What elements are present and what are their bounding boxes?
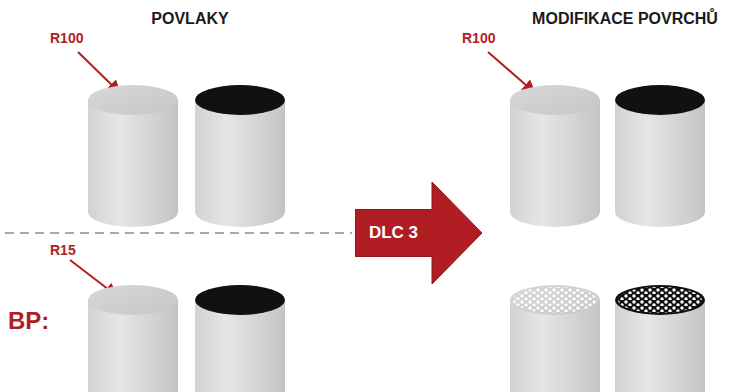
process-arrow: DLC 3 [355, 182, 482, 284]
roughness-label: R15 [50, 243, 76, 258]
cylinder-sample [615, 85, 705, 227]
roughness-label: R100 [462, 31, 495, 46]
process-label: DLC 3 [369, 223, 482, 243]
cylinder-sample [510, 85, 600, 227]
cylinder-sample [195, 285, 285, 392]
divider-line [5, 232, 352, 234]
cylinder-sample [615, 285, 705, 392]
roughness-label: R100 [50, 31, 83, 46]
row-label: BP: [8, 308, 49, 334]
leader-line [488, 52, 535, 93]
column-heading: POVLAKY [151, 10, 228, 28]
cylinder-sample [88, 85, 178, 227]
column-heading: MODIFIKACE POVRCHŮ [532, 10, 718, 28]
cylinder-sample [510, 285, 600, 392]
cylinder-sample [88, 285, 178, 392]
cylinder-sample [195, 85, 285, 227]
